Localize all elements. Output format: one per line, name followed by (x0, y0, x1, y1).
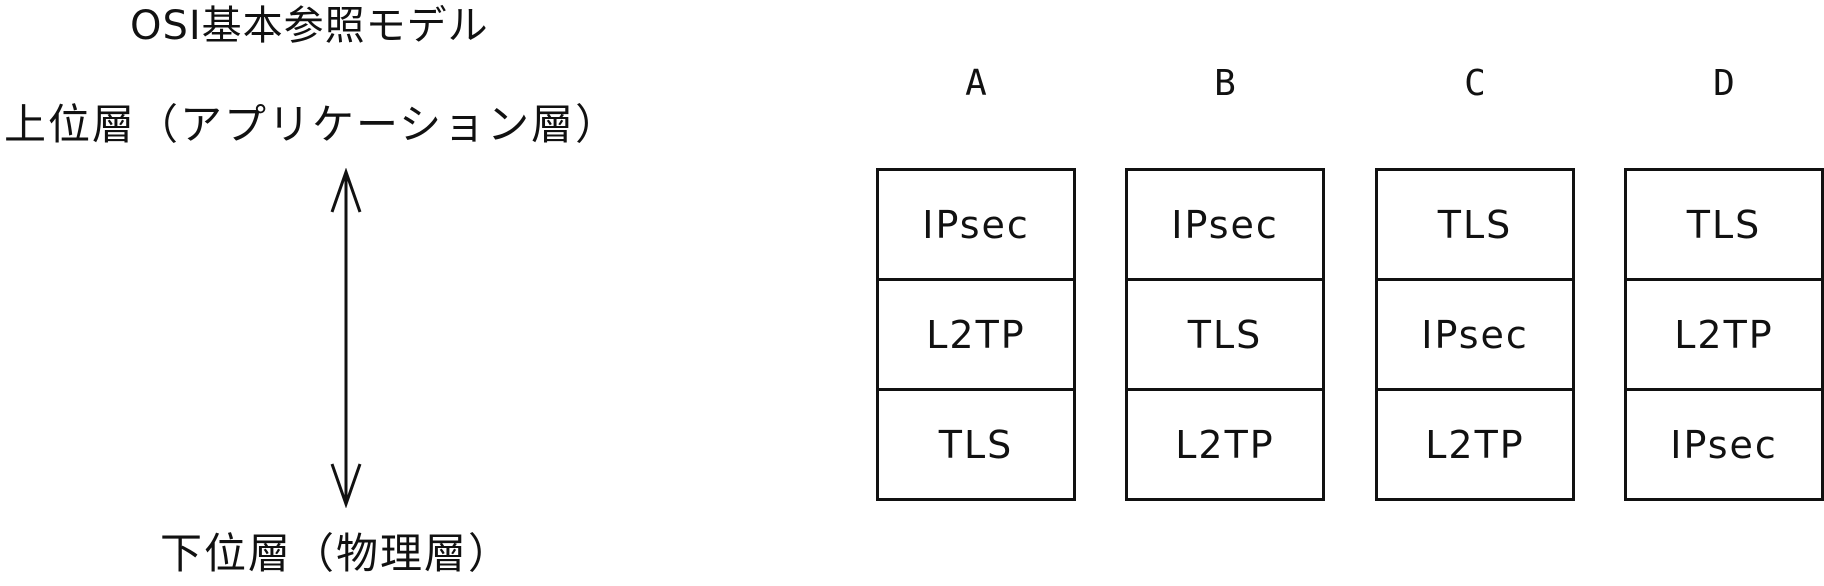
stack-label: D (1713, 63, 1735, 104)
stack-b: B IPsec TLS L2TP (1125, 60, 1325, 501)
protocol-layer: TLS (1437, 202, 1513, 247)
double-headed-arrow-icon (330, 168, 362, 508)
protocol-stack-box: TLS L2TP IPsec (1624, 168, 1824, 501)
lower-layer-label: 下位層（物理層） (160, 529, 513, 578)
protocol-layer: L2TP (1627, 278, 1821, 388)
protocol-layer: IPsec (1627, 388, 1821, 498)
stack-label: A (965, 63, 987, 104)
stack-label: C (1464, 63, 1486, 104)
protocol-layer: L2TP (1128, 388, 1322, 498)
protocol-layer: L2TP (879, 278, 1073, 388)
protocol-stack-box: IPsec TLS L2TP (1125, 168, 1325, 501)
protocol-layer: TLS (1686, 202, 1762, 247)
osi-model-title: OSI基本参照モデル (130, 3, 489, 49)
stack-c: C TLS IPsec L2TP (1375, 60, 1575, 501)
protocol-layer: IPsec (1171, 202, 1279, 247)
protocol-layer: IPsec (922, 202, 1030, 247)
protocol-layer: IPsec (1378, 278, 1572, 388)
stack-a: A IPsec L2TP TLS (876, 60, 1076, 501)
upper-layer-label: 上位層（アプリケーション層） (4, 100, 620, 149)
protocol-stack-box: IPsec L2TP TLS (876, 168, 1076, 501)
protocol-stack-box: TLS IPsec L2TP (1375, 168, 1575, 501)
protocol-layer: TLS (879, 388, 1073, 498)
protocol-layer: L2TP (1378, 388, 1572, 498)
protocol-layer: TLS (1128, 278, 1322, 388)
stack-d: D TLS L2TP IPsec (1624, 60, 1824, 501)
stack-label: B (1214, 63, 1236, 104)
